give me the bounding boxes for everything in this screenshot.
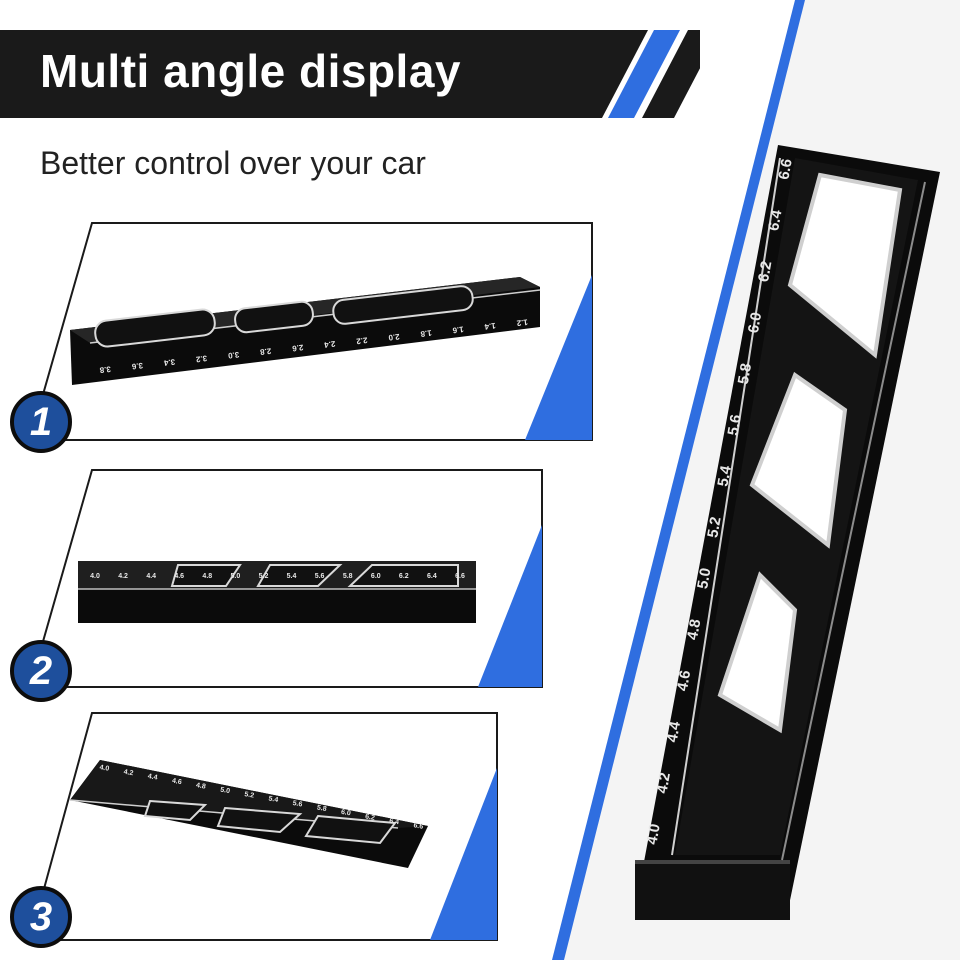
main-gauge-scale-label: 6.2 — [755, 260, 775, 283]
main-gauge-base — [635, 860, 790, 920]
view-1-scale-label: 2.8 — [259, 346, 272, 356]
main-gauge-scale-label: 6.6 — [775, 157, 795, 180]
view-3-scale-label: 6.2 — [365, 813, 376, 822]
main-window-2 — [749, 371, 848, 549]
view-3-scale-label: 4.2 — [123, 769, 134, 778]
main-gauge-right-edge — [781, 181, 926, 861]
view-1-scale-label: 3.6 — [131, 361, 144, 371]
title-banner — [0, 30, 700, 118]
view-2-window-3 — [347, 564, 459, 587]
main-gauge-scale-label: 4.0 — [643, 822, 663, 845]
main-gauge-scale-label: 4.8 — [684, 618, 704, 641]
view-1-scale-label: 1.2 — [516, 317, 529, 327]
view-3-window-1 — [143, 799, 208, 822]
view-2-badge: 2 — [10, 640, 72, 702]
view-3-scale-label: 6.0 — [340, 809, 351, 818]
main-gauge-scale-label: 5.0 — [694, 567, 714, 590]
view-1-scale-label: 2.6 — [291, 343, 304, 353]
view-2-illustration: 4.0 4.2 4.4 4.6 4.8 5.0 5.2 5.4 5.6 5.8 6.0 6.2 6.4 6… — [28, 469, 543, 688]
page-title: Multi angle display — [40, 45, 462, 97]
background-blue-stripe — [552, 0, 805, 960]
view-1-scale-label: 2.0 — [387, 332, 400, 342]
view-2-scale-label: 4.4 — [146, 573, 156, 580]
title-banner-bar — [0, 30, 648, 118]
view-2-scale-label: 5.6 — [315, 573, 325, 580]
view-1-scale-label: 3.0 — [227, 350, 240, 360]
main-gauge-base-edge — [635, 860, 790, 864]
view-1-scale-label: 3.4 — [163, 357, 176, 367]
view-3-badge-number: 3 — [29, 894, 53, 939]
view-panel-3: 4.0 4.2 4.4 4.6 4.8 5.0 5.2 5.4 5.6 5.8 6.0 6.2 6.4 6… — [0, 708, 600, 953]
view-2-scale-label: 5.4 — [287, 573, 297, 580]
view-1-window-1 — [94, 308, 216, 348]
view-2-scale-label: 6.6 — [455, 573, 465, 580]
view-2-window-1 — [170, 564, 242, 587]
view-1-scale-label: 3.8 — [99, 364, 112, 374]
view-3-scale-label: 5.6 — [292, 800, 303, 809]
view-2-scale-label: 4.8 — [202, 573, 212, 580]
view-panel-1: 3.8 3.6 3.4 3.2 3.0 2.8 2.6 2.4 2.2 2.0 1.8 1.6 1.4 1… — [0, 215, 600, 455]
view-1-scale-label: 2.2 — [355, 335, 368, 345]
main-gauge-scale-label: 4.6 — [674, 669, 694, 692]
page-subtitle: Better control over your car — [40, 145, 426, 181]
view-2-scale-label: 5.2 — [259, 573, 269, 580]
view-3-scale-label: 4.4 — [147, 773, 158, 782]
view-2-window-2 — [256, 564, 343, 587]
view-3-scale-label: 5.8 — [316, 804, 327, 813]
main-gauge-scale-label: 6.4 — [765, 208, 785, 232]
view-1-scale-label: 1.6 — [451, 325, 464, 335]
main-window-1 — [787, 172, 903, 359]
view-3-badge: 3 — [10, 886, 72, 948]
view-2-scale-label: 6.2 — [399, 573, 409, 580]
main-gauge-scale-label: 5.8 — [735, 362, 755, 385]
title-banner-accent-black — [642, 30, 700, 118]
main-window-3 — [717, 571, 798, 734]
view-3-scale-label: 5.2 — [244, 791, 255, 800]
view-1-blue-corner — [525, 275, 592, 440]
main-gauge-scale-label: 5.4 — [714, 464, 734, 488]
view-1-window-3 — [332, 285, 474, 325]
view-1-scale-label: 1.4 — [484, 321, 497, 331]
view-2-scale-label: 4.2 — [118, 573, 128, 580]
main-gauge-scale-label: 5.6 — [725, 413, 745, 436]
view-1-scale-label: 2.4 — [323, 339, 336, 349]
view-1-badge-number: 1 — [29, 399, 53, 444]
view-1-window-2 — [234, 300, 314, 334]
view-2-scale-label: 5.0 — [231, 573, 241, 580]
view-3-scale-label: 4.8 — [195, 782, 206, 791]
view-3-window-2 — [216, 806, 303, 834]
view-2-scale-label: 6.4 — [427, 573, 437, 580]
view-panel-2: 4.0 4.2 4.4 4.6 4.8 5.0 5.2 5.4 5.6 5.8 6.0 6.2 6.4 6… — [0, 465, 600, 702]
view-3-scale-label: 6.6 — [413, 822, 424, 831]
main-gauge-scale-label: 6.0 — [745, 311, 765, 334]
view-1-scale-label: 1.8 — [419, 328, 432, 338]
view-3-scale-label: 5.0 — [220, 787, 231, 796]
main-gauge-left-edge — [671, 157, 781, 856]
view-2-scale-label: 5.8 — [343, 573, 353, 580]
view-3-blue-corner — [430, 768, 497, 940]
main-gauge-scale-label: 5.2 — [704, 516, 724, 539]
view-3-scale-label: 6.4 — [389, 818, 400, 827]
main-gauge-scale-label: 4.4 — [664, 720, 684, 744]
view-3-gauge-top — [70, 760, 428, 828]
view-3-scale-label: 4.0 — [99, 764, 110, 773]
view-2-scale-label: 4.6 — [174, 573, 184, 580]
view-3-window-3 — [304, 814, 397, 845]
view-2-scale-label: 4.0 — [90, 573, 100, 580]
view-2-badge-number: 2 — [29, 648, 53, 693]
main-gauge-scale-label: 4.2 — [654, 771, 674, 794]
main-product-illustration: 4.0 4.2 4.4 4.6 4.8 5.0 5.2 5.4 5.6 5.8 6.0 6.2 6.4 6… — [635, 145, 940, 920]
title-banner-accent-blue — [608, 30, 680, 118]
view-1-illustration: 3.8 3.6 3.4 3.2 3.0 2.8 2.6 2.4 2.2 2.0 1.8 1.6 1.4 1… — [28, 222, 593, 441]
view-2-scale-label: 6.0 — [371, 573, 381, 580]
view-3-scale-label: 5.4 — [268, 795, 279, 804]
view-3-scale-label: 4.6 — [171, 778, 182, 787]
view-1-scale-label: 3.2 — [195, 354, 208, 364]
view-2-blue-corner — [478, 525, 542, 687]
view-1-badge: 1 — [10, 391, 72, 453]
view-3-illustration: 4.0 4.2 4.4 4.6 4.8 5.0 5.2 5.4 5.6 5.8 6.0 6.2 6.4 6… — [28, 712, 498, 941]
